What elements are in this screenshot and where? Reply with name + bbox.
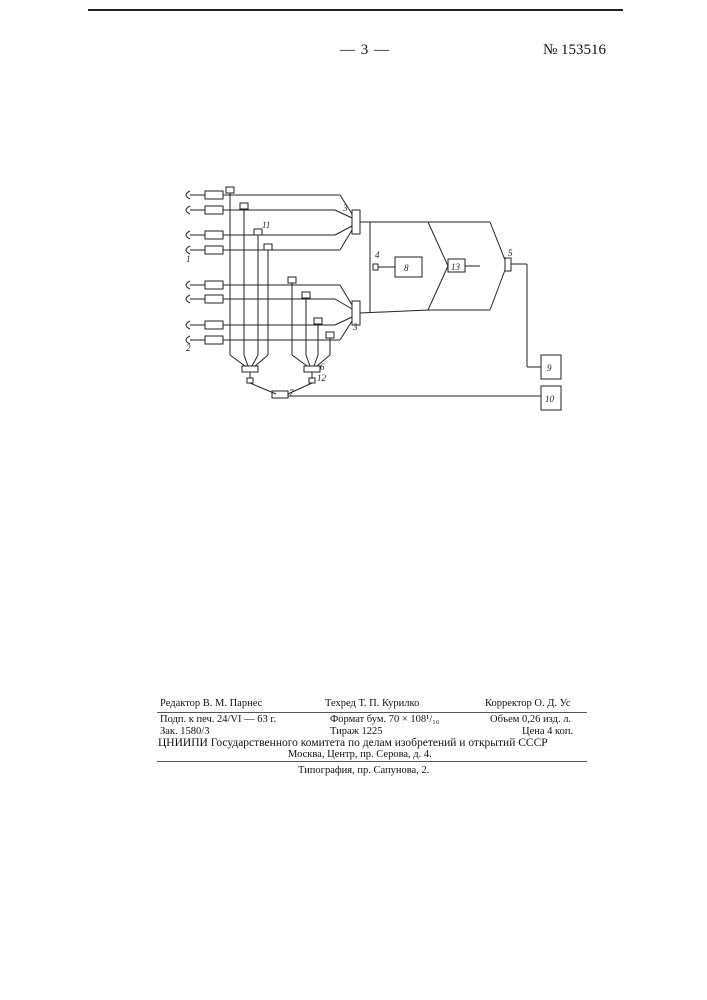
- switch-3-upper: [352, 210, 360, 234]
- printer-line: Типография, пр. Сапунова, 2.: [298, 765, 429, 776]
- block-4: [373, 264, 378, 270]
- input-units-upper: [186, 191, 223, 254]
- paper-format: Формат бум. 70 × 108¹/₁₆: [330, 714, 440, 725]
- label-12: 12: [317, 373, 327, 383]
- circulation: Тираж 1225: [330, 726, 383, 737]
- imprint-rule-top: [157, 712, 587, 713]
- label-10: 10: [545, 394, 555, 404]
- block-5: [505, 258, 511, 271]
- tech-editor: Техред Т. П. Курилко: [325, 698, 419, 709]
- publisher-line-2: Москва, Центр, пр. Серова, д. 4.: [288, 749, 432, 760]
- label-7: 7: [289, 388, 294, 398]
- label-4: 4: [375, 250, 380, 260]
- publisher-line-1: ЦНИИПИ Государственного комитета по дела…: [158, 737, 548, 749]
- block-8: [395, 257, 422, 277]
- label-6: 6: [320, 362, 325, 372]
- label-8: 8: [404, 263, 409, 273]
- label-1: 1: [186, 254, 191, 264]
- input-units-lower: [186, 281, 223, 344]
- imprint-rule-bottom: [157, 761, 587, 762]
- label-5: 5: [508, 248, 513, 258]
- corrector: Корректор О. Д. Ус: [485, 698, 571, 709]
- order-number: Зак. 1580/3: [160, 726, 209, 737]
- label-9: 9: [547, 363, 552, 373]
- label-3-lower: 3: [352, 322, 358, 332]
- editor: Редактор В. М. Парнес: [160, 698, 262, 709]
- combiner-7: [272, 391, 288, 398]
- signed-date: Подп. к печ. 24/VI — 63 г.: [160, 714, 276, 725]
- volume: Объем 0,26 изд. л.: [490, 714, 571, 725]
- price: Цена 4 коп.: [522, 726, 573, 737]
- adder-6-left: [242, 366, 258, 372]
- label-3-upper: 3: [342, 203, 348, 213]
- label-11: 11: [262, 220, 270, 230]
- label-13: 13: [451, 262, 461, 272]
- adder-6-right: [304, 366, 320, 372]
- label-2: 2: [186, 343, 191, 353]
